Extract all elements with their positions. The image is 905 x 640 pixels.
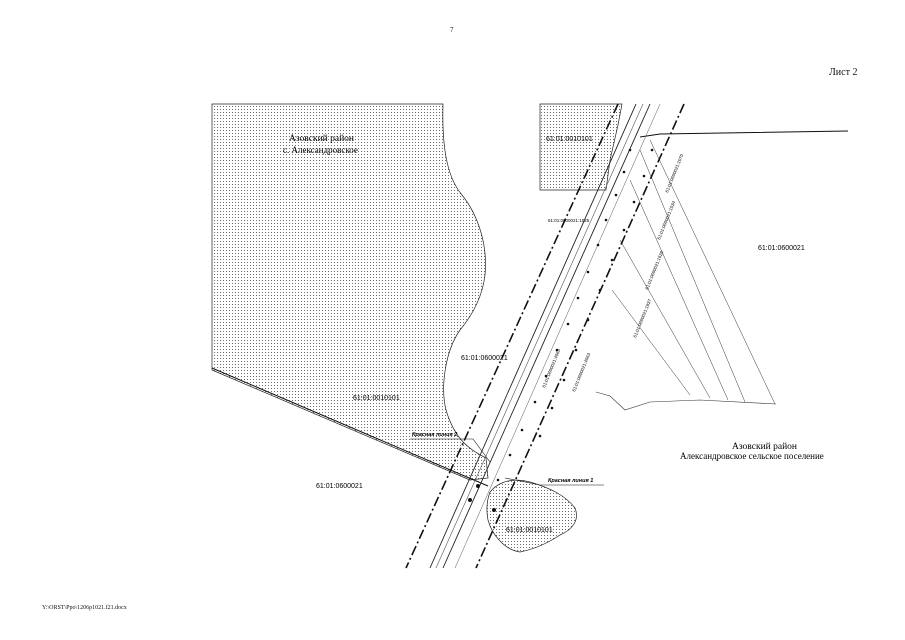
parcel-label-lower-left: 61:01:0600021 <box>316 483 363 490</box>
village-zone-bottom <box>486 479 577 553</box>
district-label-right: Азовский район <box>732 441 797 452</box>
sheet-label: Лист 2 <box>829 67 858 78</box>
diagonal-parcel-label-3: 61:01:0600021:1626 <box>644 250 664 291</box>
red-line-2-leader <box>472 438 491 463</box>
parcel-label-strip: 61:01:0600021:1025 <box>548 218 590 223</box>
page-number: 7 <box>450 26 454 34</box>
diagonal-parcel-label-2: 61:01:0600021:1534 <box>656 200 676 241</box>
red-line-1-label: Красная линия 1 <box>548 478 593 484</box>
parcel-strips <box>611 139 776 405</box>
parcel-label-top-village: 61:01:0010101 <box>546 136 593 143</box>
settlement-label-right: Александровское сельское поселение <box>680 451 824 461</box>
road-corridor <box>405 103 685 569</box>
parcel-label-bottom-village: 61:01:0010101 <box>506 527 553 534</box>
diagonal-parcel-label-4: 61:01:0600021:1837 <box>632 298 652 339</box>
survey-points <box>468 148 654 512</box>
village-zone-top <box>539 103 623 191</box>
footer-file-path: Y:\ORST\Ppo\1206p1021.f21.docx <box>42 605 127 611</box>
settlement-label-top: с. Александровское <box>283 145 358 155</box>
red-line-1-leader <box>504 477 541 486</box>
red-line-2-label: Красная линия 2 <box>412 432 457 438</box>
parcel-label-right: 61:01:0600021 <box>758 245 805 252</box>
parcel-label-left-village: 61:01:0010101 <box>353 395 400 402</box>
village-zone-left <box>211 103 489 481</box>
boundary-line-northeast <box>639 130 849 138</box>
district-label-top: Азовский район <box>289 133 354 144</box>
parcel-label-center: 61:01:0600021 <box>461 355 508 362</box>
diagonal-parcel-label-5: 61:01:0600021:4563 <box>571 352 591 393</box>
boundary-line-right <box>595 391 777 411</box>
boundary-line-southwest <box>211 367 489 487</box>
diagonal-parcel-label-1: 61:01:0600021:1070 <box>664 153 684 194</box>
diagonal-parcel-label-6: 61:01:0600021:4565 <box>541 348 561 389</box>
